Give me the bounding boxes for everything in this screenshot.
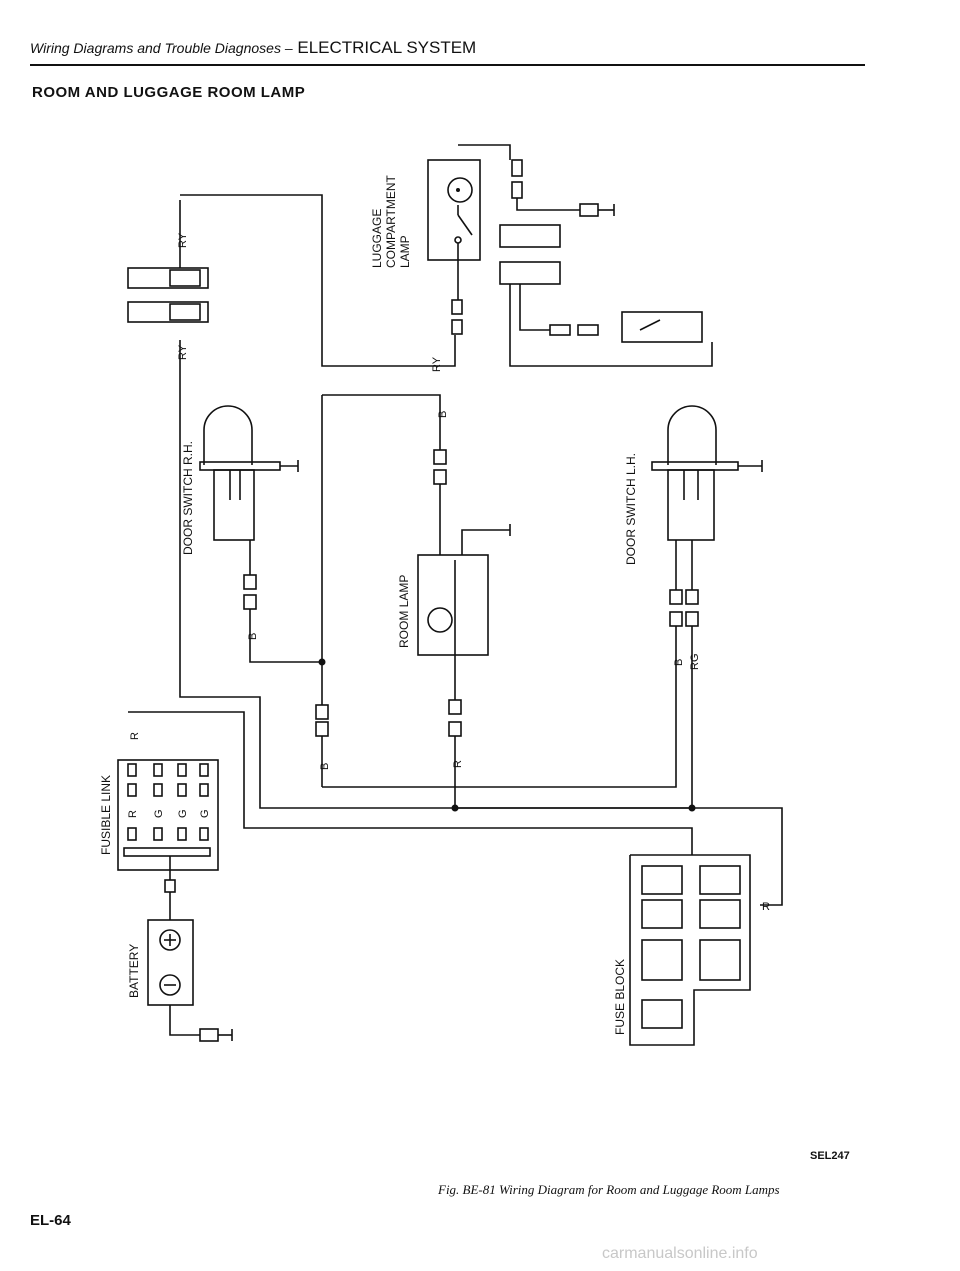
wire-label-b-4: B	[673, 659, 685, 666]
label-luggage-lamp-2: COMPARTMENT	[384, 174, 398, 268]
figure-caption: Fig. BE-81 Wiring Diagram for Room and L…	[438, 1182, 780, 1197]
label-battery: BATTERY	[127, 944, 141, 998]
page-header: Wiring Diagrams and Trouble Diagnoses – …	[30, 38, 865, 66]
header-rule	[30, 64, 865, 66]
label-fusible-link: FUSIBLE LINK	[99, 775, 113, 855]
fuse-block	[629, 854, 751, 1046]
luggage-lamp-box	[427, 159, 481, 261]
label-room-lamp: ROOM LAMP	[397, 575, 411, 648]
wire-label-g-1: G	[153, 809, 165, 818]
wire-label-r-3: R	[127, 810, 139, 818]
page-number: EL-64	[30, 1212, 71, 1229]
door-switch-rh	[203, 405, 253, 465]
figure-code: SEL247	[810, 1150, 850, 1162]
header-lead: Wiring Diagrams and Trouble Diagnoses –	[30, 40, 293, 56]
label-door-lh: DOOR SWITCH L.H.	[624, 453, 638, 565]
wire-label-b-3: B	[319, 763, 331, 770]
page-title: ROOM AND LUGGAGE ROOM LAMP	[32, 84, 306, 101]
wire-label-r-1: R	[452, 760, 464, 768]
wire-label-ry-1: RY	[177, 232, 189, 248]
wire-label-r-2: R	[129, 732, 141, 740]
wire-label-ry-3: RY	[431, 356, 443, 372]
label-luggage-lamp-1: LUGGAGE	[370, 209, 384, 268]
wire-ry-top	[180, 194, 456, 367]
connector-rh-upper	[127, 267, 209, 289]
connector-rh-lower	[127, 301, 209, 323]
wire-label-rg: RG	[689, 654, 701, 671]
wire-label-b-1: B	[437, 411, 449, 418]
watermark: carmanualsonline.info	[602, 1245, 758, 1262]
wire-label-g-3: G	[199, 809, 211, 818]
wire-b-room	[322, 394, 441, 450]
luggage-switch-box	[621, 311, 703, 343]
wire-label-ry-2: RY	[177, 344, 189, 360]
wire-labels: RY RY RY B B B B RG R R R G G G R	[127, 232, 770, 913]
header-section: ELECTRICAL SYSTEM	[297, 38, 477, 57]
wire-label-g-2: G	[177, 809, 189, 818]
door-switch-lh	[667, 405, 717, 465]
label-fuse-block: FUSE BLOCK	[613, 959, 627, 1035]
wire-label-b-2: B	[247, 633, 259, 640]
connector-luggage-lower	[499, 261, 561, 285]
label-door-rh: DOOR SWITCH R.H.	[181, 441, 195, 555]
connector-luggage-upper	[499, 224, 561, 248]
component-labels: LUGGAGE COMPARTMENT LAMP DOOR SWITCH R.H…	[99, 174, 638, 1035]
label-luggage-lamp-3: LAMP	[398, 235, 412, 268]
fusible-link-block	[117, 759, 219, 871]
battery-box	[147, 919, 194, 1006]
room-lamp-box	[417, 554, 489, 656]
wire-label-r-4: R	[762, 901, 770, 913]
